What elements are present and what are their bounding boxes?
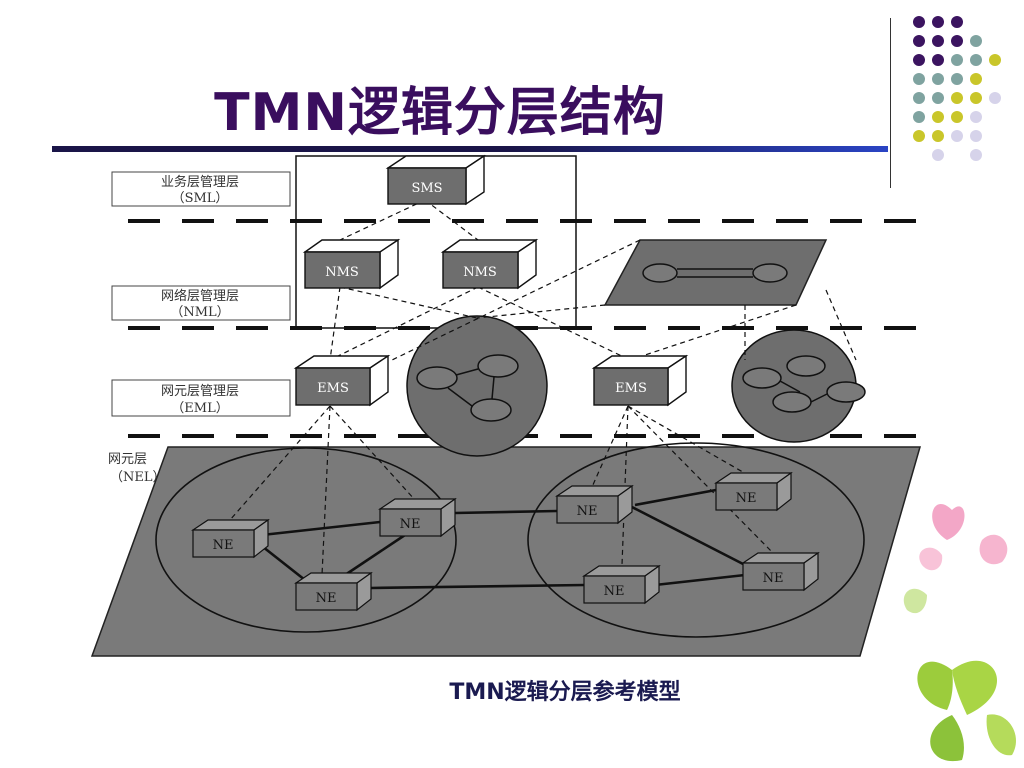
ne-links: [257, 488, 746, 590]
svg-text:业务层管理层: 业务层管理层: [161, 174, 239, 190]
label-ne-6: NE: [604, 584, 625, 599]
node-sms: SMS: [385, 154, 487, 206]
layer-label-sml: 业务层管理层 （SML）: [111, 171, 291, 207]
decorative-clover-image: [903, 503, 1016, 762]
decorative-dot-grid: [913, 16, 1001, 161]
svg-text:网元层管理层: 网元层管理层: [161, 384, 239, 399]
node-ne-2: NE: [378, 497, 457, 538]
node-ems-left: EMS: [293, 354, 391, 407]
node-ne-3: NE: [294, 571, 373, 612]
svg-text:（NML）: （NML）: [170, 305, 229, 320]
label-ne-5: NE: [736, 491, 757, 506]
svg-text:网元层: 网元层: [108, 452, 147, 467]
svg-text:（EML）: （EML）: [171, 401, 228, 416]
node-ne-5: NE: [714, 471, 793, 512]
label-sms: SMS: [411, 181, 442, 196]
vertical-divider: [890, 18, 891, 188]
management-links: [229, 199, 857, 576]
label-ems-right: EMS: [615, 381, 647, 396]
node-ems-right: EMS: [591, 354, 689, 407]
nel-left-domain: [155, 447, 457, 633]
label-ne-1: NE: [213, 538, 234, 553]
eml-subnet-left: [406, 315, 548, 457]
label-ems-left: EMS: [317, 381, 349, 396]
label-nms-left: NMS: [325, 265, 359, 280]
label-ne-3: NE: [316, 591, 337, 606]
svg-text:（SML）: （SML）: [172, 191, 229, 206]
label-ne-4: NE: [577, 504, 598, 519]
svg-text:（NEL）: （NEL）: [110, 470, 166, 485]
title-underline: [52, 146, 888, 152]
label-ne-2: NE: [400, 517, 421, 532]
slide-title: TMN逻辑分层结构: [214, 83, 666, 143]
node-ne-6: NE: [582, 564, 661, 605]
layer-label-nel: 网元层 （NEL）: [108, 452, 166, 485]
nml-network-plane: [603, 239, 828, 306]
label-ne-7: NE: [763, 571, 784, 586]
node-ne-7: NE: [741, 551, 820, 592]
layer-label-eml: 网元层管理层 （EML）: [111, 379, 291, 417]
label-nms-right: NMS: [463, 265, 497, 280]
nel-right-domain: [527, 442, 865, 638]
node-ne-1: NE: [191, 518, 270, 559]
node-nms-left: NMS: [302, 238, 401, 290]
node-nms-right: NMS: [440, 238, 539, 290]
node-ne-4: NE: [555, 484, 634, 525]
diagram-caption: TMN逻辑分层参考模型: [449, 680, 681, 705]
svg-text:网络层管理层: 网络层管理层: [161, 288, 239, 304]
layer-label-nml: 网络层管理层 （NML）: [111, 285, 291, 321]
